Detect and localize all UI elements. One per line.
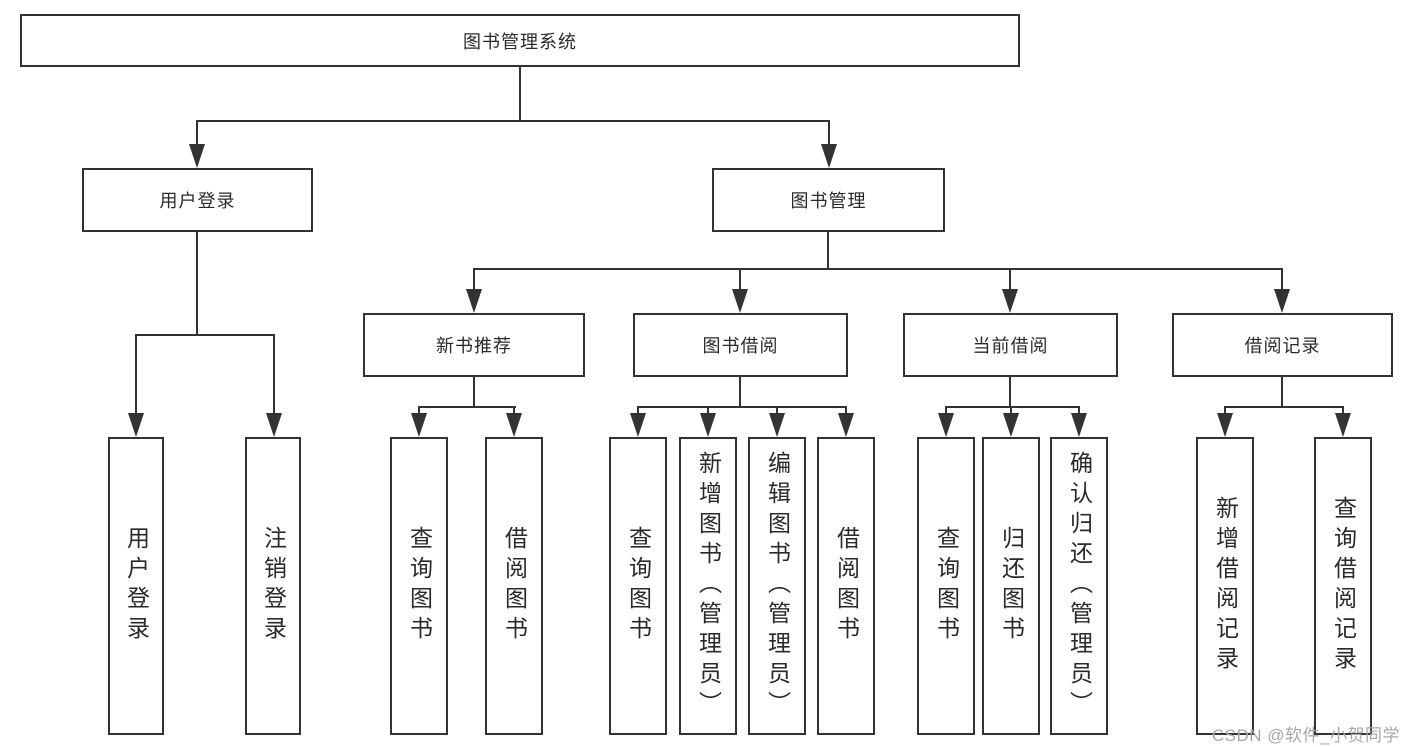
arrow-down-icon (769, 413, 785, 437)
connector-bar (473, 268, 1283, 270)
leaf-user-login: 用户登录 (108, 437, 164, 735)
node-label: 当前借阅 (972, 336, 1049, 356)
node-new-book-recommend: 新书推荐 (363, 313, 585, 377)
node-label: 用户登录 (159, 191, 236, 211)
leaf-query-borrow-record: 查询借阅记录 (1314, 437, 1372, 735)
arrow-down-icon (1003, 413, 1019, 437)
connector-line (1281, 268, 1283, 291)
node-book-borrow: 图书借阅 (633, 313, 848, 377)
connector-line (519, 67, 521, 120)
leaf-label: 归还图书 (998, 526, 1025, 646)
arrow-down-icon (506, 413, 522, 437)
connector-line (1078, 406, 1080, 416)
arrow-down-icon (1217, 413, 1233, 437)
connector-line (845, 406, 847, 416)
connector-line (135, 334, 137, 415)
arrow-down-icon (821, 144, 837, 168)
leaf-borrow-books-recommend: 借阅图书 (485, 437, 543, 735)
arrow-down-icon (189, 144, 205, 168)
arrow-down-icon (1071, 413, 1087, 437)
connector-bar (1224, 406, 1344, 408)
leaf-label: 查询图书 (406, 526, 433, 646)
leaf-label: 借阅图书 (501, 526, 528, 646)
arrow-down-icon (411, 413, 427, 437)
connector-line (827, 232, 829, 268)
connector-line (776, 406, 778, 416)
node-label: 图书借阅 (702, 336, 779, 356)
leaf-label: 编辑图书（管理员） (764, 451, 791, 721)
connector-line (1224, 406, 1226, 416)
node-label: 借阅记录 (1244, 336, 1321, 356)
connector-bar (945, 406, 1080, 408)
connector-line (739, 268, 741, 291)
arrow-down-icon (732, 289, 748, 313)
arrow-down-icon (938, 413, 954, 437)
arrow-down-icon (266, 413, 282, 437)
connector-line (1010, 406, 1012, 416)
leaf-query-books-recommend: 查询图书 (390, 437, 448, 735)
node-label: 图书管理系统 (463, 31, 577, 52)
leaf-add-book-admin: 新增图书（管理员） (679, 437, 737, 735)
leaf-edit-book-admin: 编辑图书（管理员） (748, 437, 806, 735)
connector-line (473, 377, 475, 406)
leaf-label: 借阅图书 (833, 526, 860, 646)
leaf-label: 查询图书 (933, 526, 960, 646)
connector-line (273, 334, 275, 415)
connector-line (739, 377, 741, 406)
arrow-down-icon (466, 289, 482, 313)
arrow-down-icon (1002, 289, 1018, 313)
arrow-down-icon (1274, 289, 1290, 313)
connector-line (418, 406, 420, 416)
leaf-logout: 注销登录 (245, 437, 301, 735)
connector-bar (418, 406, 516, 408)
node-user-login: 用户登录 (82, 168, 313, 232)
connector-line (828, 120, 830, 146)
leaf-return-book: 归还图书 (982, 437, 1040, 735)
leaf-borrow-book: 借阅图书 (817, 437, 875, 735)
arrow-down-icon (838, 413, 854, 437)
node-root-library-system: 图书管理系统 (20, 14, 1020, 67)
connector-bar (196, 120, 830, 122)
node-book-management: 图书管理 (712, 168, 945, 232)
connector-line (473, 268, 475, 291)
node-label: 图书管理 (790, 191, 867, 211)
connector-line (637, 406, 639, 416)
connector-bar (135, 334, 275, 336)
leaf-label: 查询图书 (625, 526, 652, 646)
leaf-label: 新增图书（管理员） (695, 451, 722, 721)
connector-line (1281, 377, 1283, 406)
arrow-down-icon (630, 413, 646, 437)
connector-bar (637, 406, 847, 408)
node-label: 新书推荐 (436, 336, 512, 356)
arrow-down-icon (128, 413, 144, 437)
connector-line (945, 406, 947, 416)
leaf-label: 新增借阅记录 (1212, 496, 1239, 676)
connector-line (196, 232, 198, 334)
leaf-query-books-current: 查询图书 (917, 437, 975, 735)
leaf-confirm-return-admin: 确认归还（管理员） (1050, 437, 1108, 735)
node-current-borrow: 当前借阅 (903, 313, 1118, 377)
leaf-query-books-borrow: 查询图书 (609, 437, 667, 735)
connector-line (1009, 268, 1011, 291)
leaf-label: 用户登录 (123, 526, 150, 646)
arrow-down-icon (700, 413, 716, 437)
connector-line (513, 406, 515, 416)
connector-line (1342, 406, 1344, 416)
connector-line (1009, 377, 1011, 406)
watermark: CSDN @软件_小贺同学 (1211, 726, 1400, 745)
leaf-label: 注销登录 (260, 526, 287, 646)
leaf-add-borrow-record: 新增借阅记录 (1196, 437, 1254, 735)
leaf-label: 查询借阅记录 (1330, 496, 1357, 676)
node-borrow-records: 借阅记录 (1172, 313, 1393, 377)
connector-line (196, 120, 198, 146)
arrow-down-icon (1335, 413, 1351, 437)
connector-line (707, 406, 709, 416)
leaf-label: 确认归还（管理员） (1066, 451, 1093, 721)
